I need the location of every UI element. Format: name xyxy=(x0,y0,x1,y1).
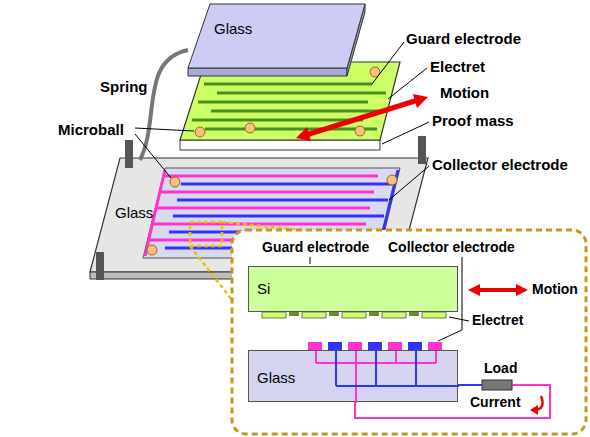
plate-edge xyxy=(188,68,347,76)
box-text: Glass xyxy=(214,20,252,37)
wire xyxy=(435,351,437,363)
collector-finger xyxy=(177,199,388,202)
collector-electrode xyxy=(308,342,322,350)
spring xyxy=(140,50,188,160)
collector-finger xyxy=(165,175,378,178)
wire xyxy=(355,363,357,403)
leader-line xyxy=(389,166,429,200)
motion-label: Motion xyxy=(440,84,489,101)
collector-finger xyxy=(157,207,370,210)
microball xyxy=(170,177,180,187)
guard-electrode xyxy=(409,312,419,316)
load-resistor xyxy=(482,380,512,390)
arrow-head xyxy=(468,284,480,296)
guard-finger xyxy=(205,128,377,131)
leader-line xyxy=(388,68,427,99)
guard-finger xyxy=(198,101,368,104)
collector-electrode xyxy=(348,342,362,350)
proof-mass xyxy=(180,140,380,150)
collector-electrode xyxy=(388,342,402,350)
arrow-head xyxy=(516,284,528,296)
electret xyxy=(382,312,406,318)
wire xyxy=(375,351,377,386)
wire xyxy=(415,351,417,386)
leader-line xyxy=(135,128,194,131)
zoom-line xyxy=(190,246,232,300)
leader-line xyxy=(135,134,171,178)
guard-electrode xyxy=(289,312,299,316)
guard-finger xyxy=(211,110,381,113)
part-label: Electret xyxy=(472,312,523,328)
motion-arrow xyxy=(306,100,418,135)
part-label: Guard electrode xyxy=(262,239,369,255)
zoom-bracket xyxy=(190,222,222,246)
microball xyxy=(147,245,157,255)
guard-electrode xyxy=(369,312,379,316)
collector-finger xyxy=(173,215,384,218)
part-label: Spring xyxy=(100,78,148,95)
glass-substrate: Glass xyxy=(248,350,458,402)
microball xyxy=(387,175,397,185)
box-text: Si xyxy=(257,280,270,297)
part-label: Collector electrode xyxy=(432,156,568,173)
arrow-head xyxy=(530,405,538,415)
wire xyxy=(458,384,482,386)
glass-plate: Glass xyxy=(188,4,365,78)
post xyxy=(125,140,133,168)
collector-electrode xyxy=(408,342,422,350)
electret xyxy=(422,312,446,318)
part-label: Microball xyxy=(58,121,124,138)
motion-label: Motion xyxy=(532,281,578,297)
post xyxy=(96,252,104,280)
wire xyxy=(395,351,397,363)
motion-arrow xyxy=(478,288,518,292)
microball xyxy=(355,126,365,136)
wire xyxy=(335,351,337,386)
electret xyxy=(342,312,366,318)
arrow-head xyxy=(413,94,428,108)
part-label: Collector electrode xyxy=(388,239,515,255)
post xyxy=(418,136,426,164)
wire xyxy=(336,385,459,387)
guard-finger xyxy=(217,92,386,95)
electret xyxy=(302,312,326,318)
collector-electrode xyxy=(428,342,442,350)
part-label: Electret xyxy=(430,58,485,75)
guard-finger xyxy=(192,119,363,122)
arrow-head xyxy=(296,127,311,141)
silicon-block: Si xyxy=(248,266,458,312)
collector-electrode xyxy=(328,342,342,350)
microball xyxy=(245,123,255,133)
box-text: Glass xyxy=(257,369,295,386)
part-label: Proof mass xyxy=(432,112,514,129)
part-label: Guard electrode xyxy=(406,30,521,47)
wire xyxy=(355,351,357,363)
wire xyxy=(315,351,317,363)
material-label: Glass xyxy=(115,204,153,221)
collector-finger xyxy=(181,183,392,186)
electret-plate xyxy=(180,62,400,140)
part-label: Load xyxy=(484,360,517,376)
microball xyxy=(195,127,205,137)
part-label: Current xyxy=(470,394,521,410)
collector-electrode xyxy=(368,342,382,350)
leader-line xyxy=(372,42,404,84)
shape-outline xyxy=(188,4,365,78)
inset-frame xyxy=(232,230,586,434)
leader-line xyxy=(382,122,429,144)
electret xyxy=(262,312,286,318)
base-glass xyxy=(143,168,400,258)
guard-finger xyxy=(204,83,372,86)
guard-electrode xyxy=(329,312,339,316)
plate-top xyxy=(188,4,365,68)
leader-line xyxy=(310,257,311,264)
collector-finger xyxy=(161,191,374,194)
leader-line xyxy=(449,317,469,321)
